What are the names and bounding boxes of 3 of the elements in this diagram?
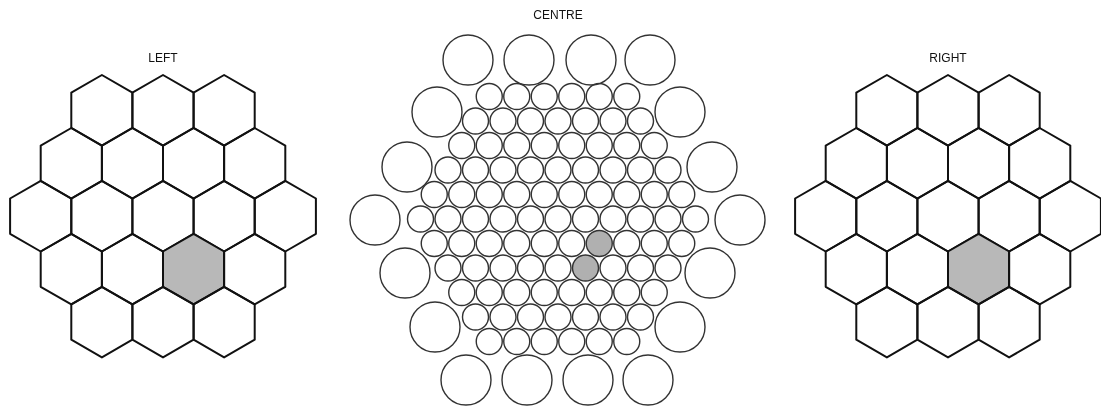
- panel-heading: RIGHT: [929, 51, 967, 65]
- panel-heading: CENTRE: [533, 8, 583, 22]
- panel-heading: LEFT: [148, 51, 178, 65]
